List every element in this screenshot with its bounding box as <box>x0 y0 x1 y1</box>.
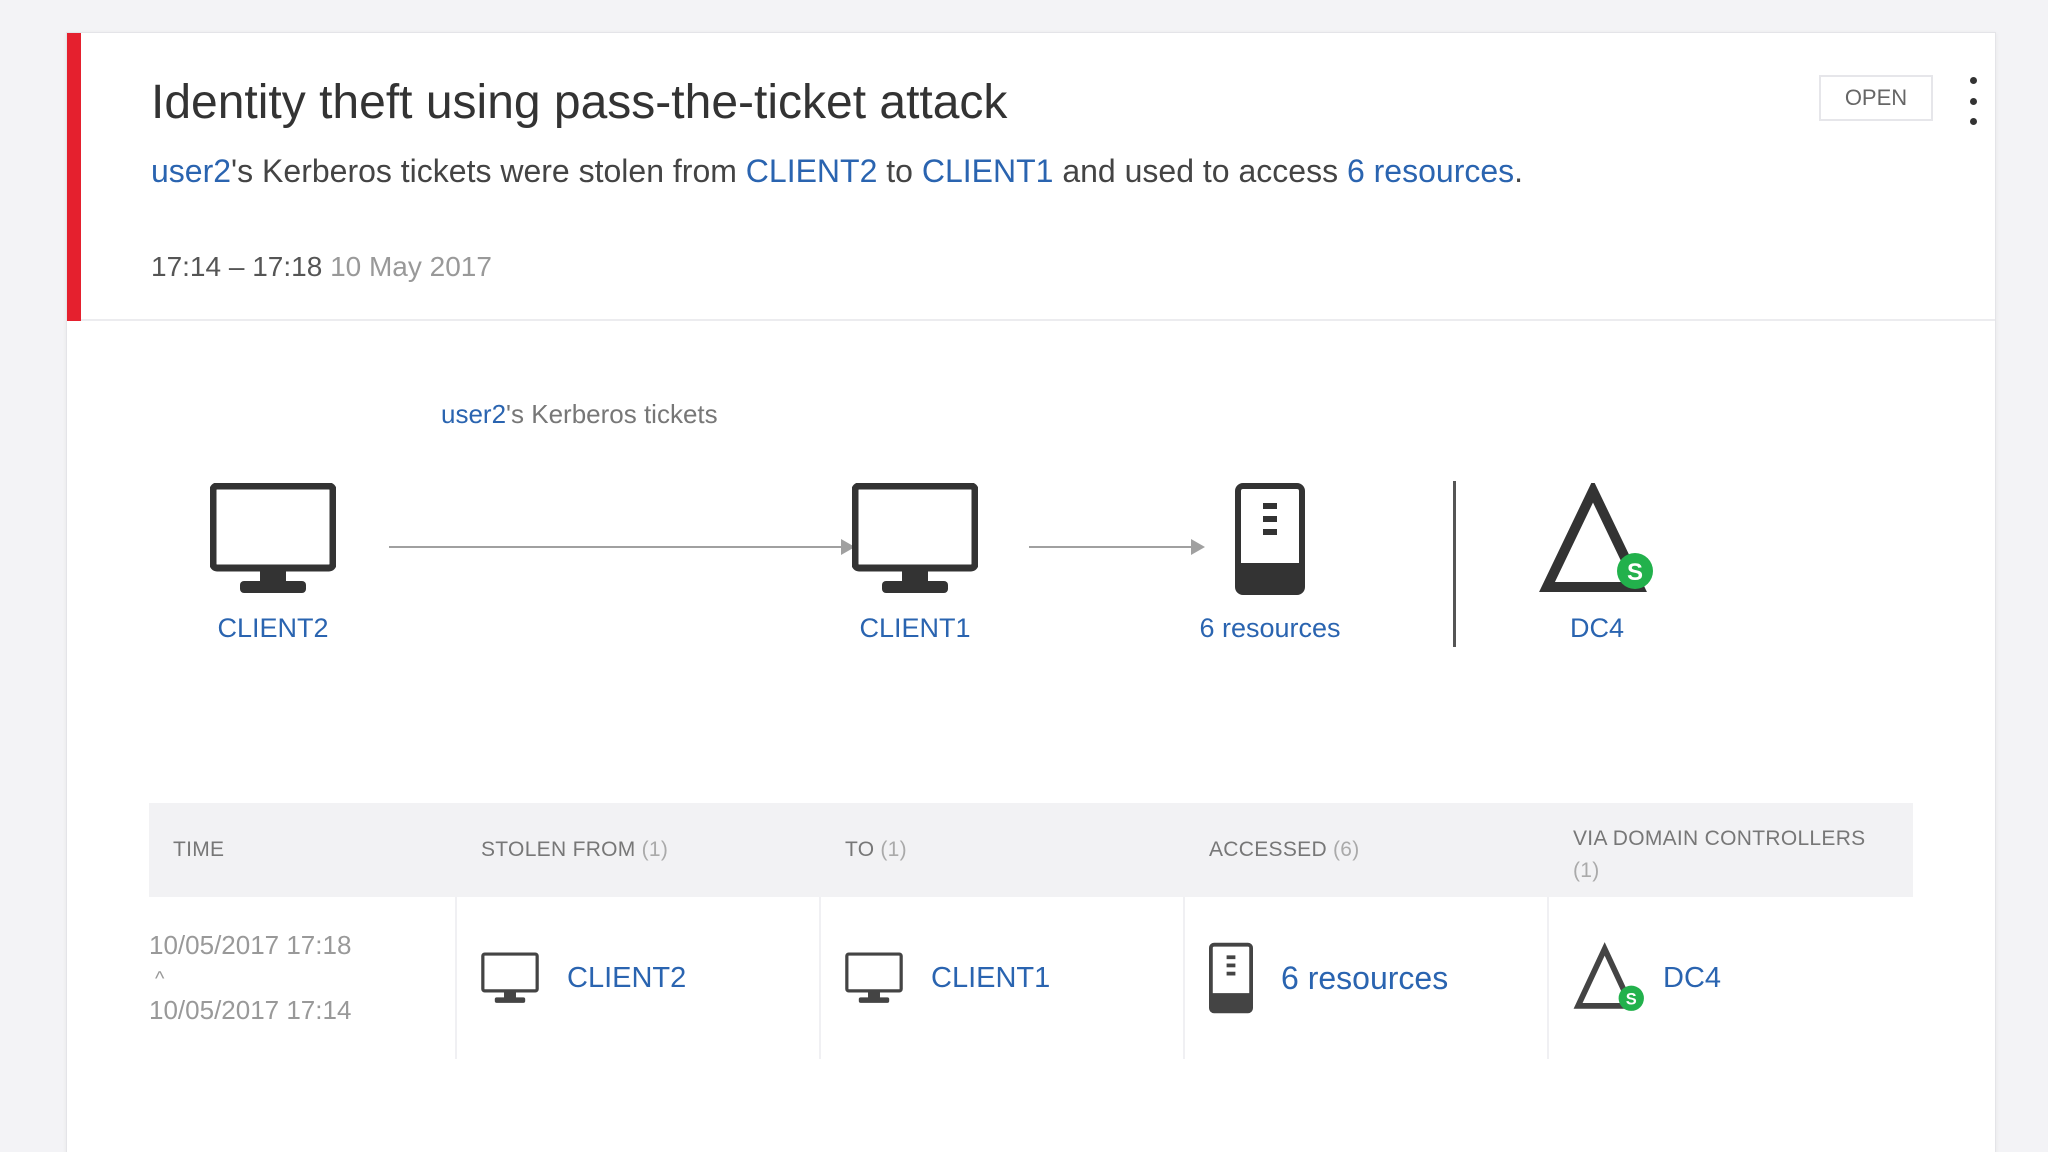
dc-badge-text: S <box>1627 559 1643 586</box>
diagram-label-source[interactable]: CLIENT2 <box>217 613 329 643</box>
diagram-label-dc[interactable]: DC4 <box>1569 613 1624 643</box>
server-icon <box>1235 483 1305 595</box>
col-header-via-dc: VIA DOMAIN CONTROLLERS(1) <box>1573 827 1866 882</box>
time-range: 17:14 – 17:18 <box>151 251 323 282</box>
diagram-node-resources[interactable]: 6 resources <box>1175 483 1365 644</box>
alert-description: user2's Kerberos tickets were stolen fro… <box>151 153 1523 190</box>
edge-label-text: 's Kerberos tickets <box>506 399 718 429</box>
attack-diagram: CLIENT2 user2's Kerberos tickets CLIENT1 <box>67 323 1995 743</box>
col-header-stolen-from: STOLEN FROM(1) <box>481 838 669 861</box>
diagram-divider <box>1453 481 1456 647</box>
caret-up-icon: ^ <box>155 968 165 990</box>
alert-header: Identity theft using pass-the-ticket att… <box>67 33 1995 321</box>
domain-controller-icon: S <box>1539 483 1653 592</box>
more-options-icon[interactable] <box>1959 73 1987 129</box>
via-dc-cell: S DC4 <box>1549 897 1913 1059</box>
monitor-icon <box>210 483 336 593</box>
diagram-node-dc[interactable]: S DC4 <box>1537 483 1657 644</box>
accessed-cell: 6 resources <box>1185 897 1549 1059</box>
col-header-accessed: ACCESSED(6) <box>1209 838 1360 861</box>
severity-indicator <box>67 33 81 321</box>
alert-title: Identity theft using pass-the-ticket att… <box>151 76 1008 129</box>
desc-text-2: to <box>877 153 922 189</box>
stolen-from-cell: CLIENT2 <box>457 897 821 1059</box>
diagram-label-resources[interactable]: 6 resources <box>1199 613 1341 643</box>
table-row: 10/05/2017 17:18 ^ 10/05/2017 17:14 CLIE… <box>149 897 1913 1059</box>
time-cell: 10/05/2017 17:18 ^ 10/05/2017 17:14 <box>149 897 457 1059</box>
time-end: 10/05/2017 17:18 <box>149 930 352 960</box>
to-cell: CLIENT1 <box>821 897 1185 1059</box>
server-icon <box>1209 942 1253 1014</box>
desc-text-3: and used to access <box>1053 153 1347 189</box>
edge-label: user2's Kerberos tickets <box>441 399 718 430</box>
col-header-time: TIME <box>173 838 225 861</box>
monitor-icon <box>481 952 539 1003</box>
target-computer-link[interactable]: CLIENT1 <box>921 153 1054 189</box>
alert-time: 17:14 – 17:18 10 May 2017 <box>151 251 492 283</box>
monitor-icon <box>845 952 903 1003</box>
edge-arrow-tickets <box>389 539 855 555</box>
activity-table: TIME STOLEN FROM(1) TO(1) ACCESSED(6) VI… <box>149 803 1913 1059</box>
time-start: 10/05/2017 17:14 <box>149 995 352 1025</box>
desc-text-4: . <box>1514 153 1524 189</box>
monitor-icon <box>852 483 978 593</box>
edge-label-user-link[interactable]: user2 <box>441 399 507 429</box>
diagram-label-target[interactable]: CLIENT1 <box>859 613 971 643</box>
alert-date: 10 May 2017 <box>330 251 492 282</box>
alert-card: Identity theft using pass-the-ticket att… <box>66 32 1996 1152</box>
user-link[interactable]: user2 <box>151 153 232 189</box>
source-computer-link[interactable]: CLIENT2 <box>745 153 878 189</box>
resources-link[interactable]: 6 resources <box>1346 153 1515 189</box>
status-open-button[interactable]: OPEN <box>1819 75 1933 121</box>
stolen-from-link[interactable]: CLIENT2 <box>567 961 687 994</box>
domain-controller-icon: S <box>1573 942 1644 1011</box>
via-dc-link[interactable]: DC4 <box>1663 961 1722 994</box>
col-header-to: TO(1) <box>845 838 907 861</box>
diagram-node-target[interactable]: CLIENT1 <box>847 483 983 644</box>
accessed-link[interactable]: 6 resources <box>1281 959 1449 996</box>
to-link[interactable]: CLIENT1 <box>931 961 1051 994</box>
desc-text-1: 's Kerberos tickets were stolen from <box>231 153 746 189</box>
dc-badge-text: S <box>1626 991 1637 1009</box>
edge-arrow-access <box>1029 539 1205 555</box>
table-header: TIME STOLEN FROM(1) TO(1) ACCESSED(6) VI… <box>149 803 1913 897</box>
diagram-node-source[interactable]: CLIENT2 <box>205 483 341 644</box>
